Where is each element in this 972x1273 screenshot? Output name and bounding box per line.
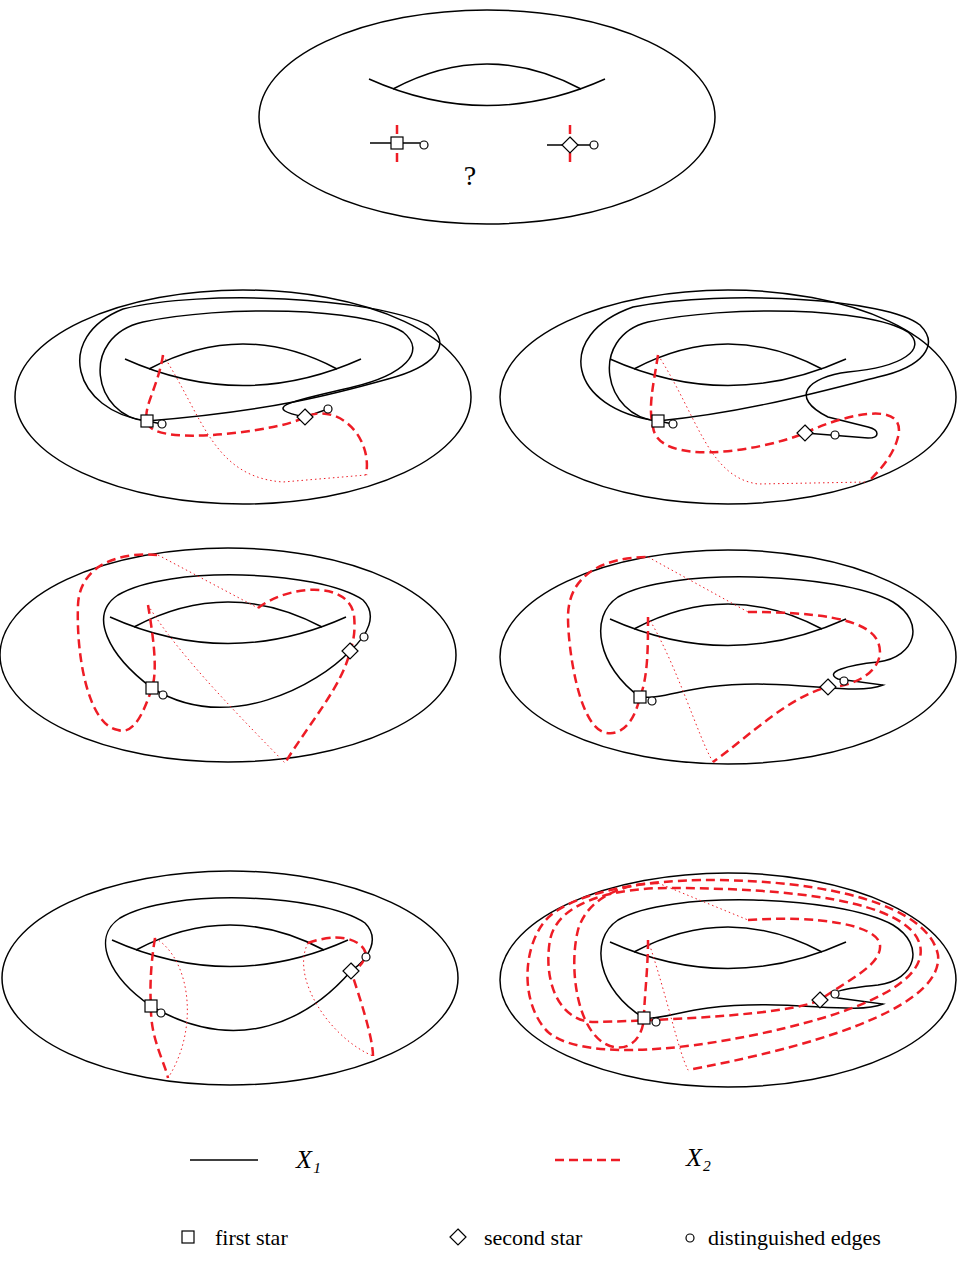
torus-case-part: [568, 557, 648, 733]
torus-case-part: [158, 555, 258, 608]
torus-question: [259, 10, 715, 224]
torus-case-part: [652, 415, 664, 427]
torus-case: [0, 548, 456, 763]
torus-case-part: [100, 311, 413, 424]
torus-case-part: [148, 605, 285, 763]
torus-case-part: [342, 643, 358, 659]
torus-case-part: [158, 420, 166, 428]
legend-samples-part: [190, 1159, 258, 1161]
legend-samples-part: [182, 1231, 194, 1243]
torus-case-part: [324, 405, 332, 413]
torus-question-part: [259, 10, 715, 224]
torus-case-part: [0, 548, 456, 762]
legend-entry: second star: [484, 1226, 582, 1250]
legend-entry: X₂: [686, 1144, 711, 1173]
torus-question-part: [391, 137, 403, 149]
torus-case-part: [106, 898, 373, 1031]
torus-case-part: [648, 940, 688, 1070]
torus-case-part: [581, 298, 928, 421]
torus-case-part: [163, 355, 366, 482]
torus-case-part: [308, 938, 373, 1056]
torus-case-part: [831, 990, 839, 998]
torus-case-part: [651, 355, 899, 482]
torus-question-part: [420, 141, 428, 149]
torus-case-part: [157, 1009, 165, 1017]
torus-case-part: [146, 682, 158, 694]
torus-case-part: [78, 554, 158, 730]
torus-case-part: [648, 697, 656, 705]
torus-case: [500, 550, 956, 764]
torus-case-part: [159, 691, 167, 699]
torus-case-part: [840, 677, 848, 685]
torus-case-part: [648, 617, 713, 762]
torus-case: [500, 290, 956, 504]
torus-case-part: [297, 409, 313, 425]
label-text: ?: [464, 160, 476, 191]
torus-case-part: [574, 883, 658, 1048]
torus-question-part: [590, 141, 598, 149]
legend-entry: X₁: [296, 1146, 321, 1175]
torus-case-part: [820, 679, 836, 695]
torus-case-part: [500, 873, 956, 1087]
torus-case-part: [634, 691, 646, 703]
question-label: ?: [464, 161, 476, 192]
legend-text: distinguished edges: [708, 1225, 881, 1250]
torus-case-part: [652, 1018, 660, 1026]
legend-entry: first star: [215, 1226, 288, 1250]
torus-case-part: [831, 431, 839, 439]
torus-case-part: [15, 290, 471, 504]
torus-case-part: [669, 420, 677, 428]
torus-case-part: [360, 633, 368, 641]
legend-text: X₂: [686, 1143, 711, 1172]
torus-case-part: [141, 415, 153, 427]
torus-case: [15, 290, 471, 504]
torus-case-part: [812, 992, 828, 1008]
legend-text: X₁: [296, 1145, 321, 1174]
torus-case-part: [500, 550, 956, 764]
torus-case-part: [145, 1000, 157, 1012]
torus-case-part: [797, 425, 813, 441]
torus-case-part: [2, 871, 458, 1085]
torus-case-part: [362, 953, 370, 961]
torus-question-part: [562, 137, 578, 153]
torus-case-part: [638, 1012, 650, 1024]
torus-case: [2, 871, 458, 1085]
legend-samples-part: [686, 1234, 694, 1242]
legend-samples-part: [555, 1159, 622, 1162]
torus-case-part: [500, 290, 956, 504]
legend-entry: distinguished edges: [708, 1226, 881, 1250]
torus-case-part: [258, 590, 355, 763]
legend-text: second star: [484, 1225, 582, 1250]
torus-case-part: [304, 943, 373, 1056]
legend-samples-part: [450, 1229, 466, 1245]
torus-case-part: [713, 612, 880, 762]
torus-case-part: [80, 298, 440, 421]
torus-case-part: [104, 575, 371, 707]
torus-case-part: [343, 963, 359, 979]
torus-case-part: [527, 880, 938, 1070]
torus-case: [500, 873, 956, 1087]
legend-text: first star: [215, 1225, 288, 1250]
torus-case-part: [648, 557, 748, 612]
torus-case-part: [146, 355, 367, 475]
